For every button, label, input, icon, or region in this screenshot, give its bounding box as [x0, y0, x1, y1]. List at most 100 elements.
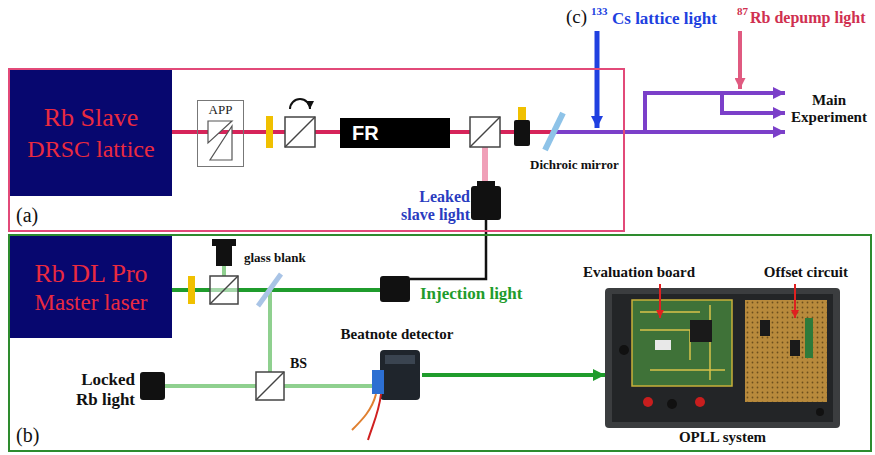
waveplate [266, 116, 273, 148]
slave-beam [172, 130, 197, 134]
node-text: Rb Slave [44, 102, 139, 134]
node-text: DRSC lattice [27, 134, 154, 164]
region-frame: (b) Rb DL ProMaster laserBeatnote detecto… [8, 234, 872, 452]
beatnote-detector-icon [372, 370, 384, 394]
faraday-rotator: FR [340, 118, 450, 148]
beatnote-detector-icon [352, 350, 420, 440]
opll-photo [655, 340, 671, 350]
fiber-coupler [514, 120, 530, 146]
annotation-label: Locked Rb light [60, 370, 135, 410]
opll-photo [643, 397, 653, 407]
master-beam [222, 266, 226, 276]
fiber-coupler [471, 181, 501, 220]
beam-dump [212, 239, 236, 266]
node-text: Master laser [34, 289, 147, 317]
annotation-label: Main Experiment [789, 92, 869, 126]
beatnote-detector-icon [368, 394, 381, 440]
combined-beam [722, 93, 785, 113]
laser-box: Rb SlaveDRSC lattice [10, 70, 172, 196]
laser-box: Rb DL ProMaster laser [10, 236, 172, 338]
polarizing-beam-splitter [210, 276, 238, 304]
node-text: OPLL system [679, 429, 766, 446]
anamorphic-prism-pair [208, 121, 232, 160]
polarizing-beam-splitter [470, 117, 500, 147]
opll-photo [794, 284, 796, 318]
annotation-label: Dichroic mirror [530, 157, 619, 173]
fiber-coupler [140, 372, 165, 400]
opll-photo [619, 345, 629, 355]
polarizing-beam-splitter [285, 117, 315, 147]
node-text: (a) [16, 203, 38, 227]
opll-photo [640, 305, 725, 380]
node-text: Beatnote detector [341, 326, 454, 343]
fiber-cable [410, 220, 486, 279]
annotation-label: (c) [566, 6, 587, 28]
opll-photo [612, 294, 833, 422]
combined-beam [555, 130, 785, 134]
opll-photo [745, 300, 827, 402]
polarizing-beam-splitter [470, 117, 500, 147]
annotation-label: 87 [737, 5, 748, 17]
node-text: Offset circuit [764, 264, 848, 281]
opll-photo [816, 408, 824, 416]
node-text: Rb DL Pro [34, 258, 147, 289]
node-text: APP [198, 101, 243, 118]
fiber-coupler [518, 107, 526, 120]
master-beam [284, 384, 372, 388]
master-beam [165, 384, 256, 388]
opll-photo [659, 284, 661, 318]
fiber-coupler [471, 186, 501, 220]
annotation-label: 133 [591, 5, 608, 17]
beatnote-signal-arrow [422, 373, 605, 377]
annotation-label: glass blank [244, 250, 306, 266]
fiber-coupler [380, 276, 410, 302]
dichroic-mirror [545, 113, 563, 150]
opll-photo [690, 320, 712, 342]
beam-dump [212, 239, 236, 246]
leaked-beam [482, 147, 488, 186]
beam-dump [216, 244, 232, 266]
prism-box: APP [197, 100, 244, 167]
opll-photo [760, 320, 770, 336]
cs-lattice-beam [595, 31, 600, 128]
opll-photo [632, 300, 732, 386]
annotation-label: Cs lattice light [612, 9, 717, 29]
depump-beam [738, 31, 742, 89]
polarizing-beam-splitter [285, 117, 315, 147]
node-text: (b) [16, 423, 39, 447]
anamorphic-prism-pair [210, 126, 232, 160]
fiber-coupler [477, 181, 495, 188]
master-beam [268, 290, 272, 372]
annotation-label: Rb depump light [750, 9, 866, 27]
beam-splitter [256, 372, 284, 400]
node-text: FR [340, 118, 450, 148]
opll-photo [790, 340, 800, 356]
polarizing-beam-splitter [210, 276, 238, 304]
node-text: Evaluation board [583, 264, 695, 281]
fiber-coupler [514, 107, 530, 146]
isolator-arrow [290, 99, 310, 109]
polarizing-beam-splitter [470, 117, 500, 147]
annotation-label: Leaked slave light [388, 188, 470, 224]
beatnote-detector-icon [385, 355, 415, 364]
opll-photo [605, 284, 840, 428]
beatnote-detector-icon [380, 350, 420, 400]
combined-beam [645, 93, 785, 134]
region-frame: (a) Rb SlaveDRSC lattice APP FR [8, 68, 625, 232]
waveplate [188, 276, 195, 304]
opll-photo [695, 397, 705, 407]
beam-splitter [256, 372, 284, 400]
opll-photo [805, 318, 813, 358]
combined-beam [555, 93, 785, 134]
polarizing-beam-splitter [285, 117, 315, 147]
slave-beam [450, 130, 555, 134]
annotation-label: BS [290, 356, 307, 372]
opll-photo [667, 399, 677, 409]
polarizing-beam-splitter [210, 276, 238, 304]
master-beam [172, 288, 380, 292]
opll-node: Evaluation boardOffset circuitOPLL syste… [605, 288, 840, 428]
beam-splitter [256, 372, 284, 400]
opll-photo [605, 288, 840, 428]
annotation-label: Injection light [420, 284, 522, 304]
